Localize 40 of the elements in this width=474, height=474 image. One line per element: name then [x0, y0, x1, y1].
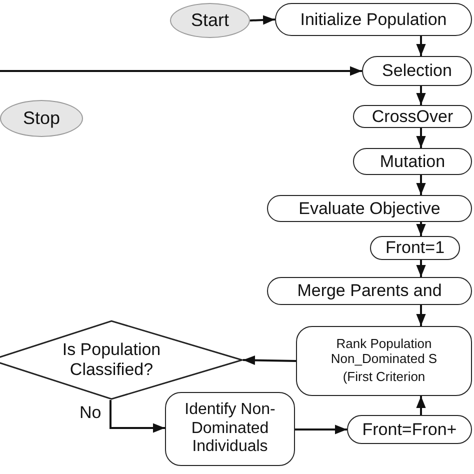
arrow	[416, 86, 426, 105]
node-text: Selection	[381, 61, 453, 81]
node-text: Evaluate Objective	[298, 198, 442, 218]
node-text: Stop	[22, 108, 62, 129]
terminal-ellipse	[0, 100, 83, 137]
node-text: Initialize Population	[299, 10, 448, 30]
decision-diamond	[0, 320, 243, 400]
node-text: Merge Parents and	[296, 281, 443, 301]
node-text: (First Criterion	[342, 370, 426, 386]
node-text: Is Population Classified?	[61, 340, 162, 380]
process-box	[165, 392, 295, 466]
arrow	[416, 305, 426, 326]
process-box	[353, 105, 472, 128]
arrow	[250, 15, 276, 25]
process-box	[362, 56, 472, 86]
arrow	[295, 424, 347, 434]
process-box	[347, 415, 472, 444]
arrow	[242, 355, 296, 366]
arrow	[416, 260, 426, 277]
arrow	[416, 222, 426, 236]
arrow	[416, 128, 426, 148]
arrow	[110, 400, 165, 433]
process-box	[267, 195, 472, 222]
node-text: Front=Fron+	[361, 420, 458, 440]
arrow	[416, 175, 426, 195]
edge-label: No	[78, 404, 102, 421]
node-text: Mutation	[378, 152, 446, 172]
node-text: CrossOver	[370, 106, 454, 126]
process-box	[296, 326, 472, 396]
process-box	[353, 148, 472, 175]
node-text: Start	[190, 10, 230, 31]
arrow	[416, 396, 426, 415]
arrow	[416, 36, 426, 56]
process-box	[267, 277, 472, 305]
node-text: Front=1	[384, 238, 446, 258]
node-text: Identify Non-Dominated Individuals	[184, 401, 276, 457]
node-text: Rank Population Non_Dominated S	[330, 336, 438, 366]
arrow	[0, 66, 362, 76]
process-box	[370, 236, 460, 260]
process-box	[275, 3, 472, 36]
